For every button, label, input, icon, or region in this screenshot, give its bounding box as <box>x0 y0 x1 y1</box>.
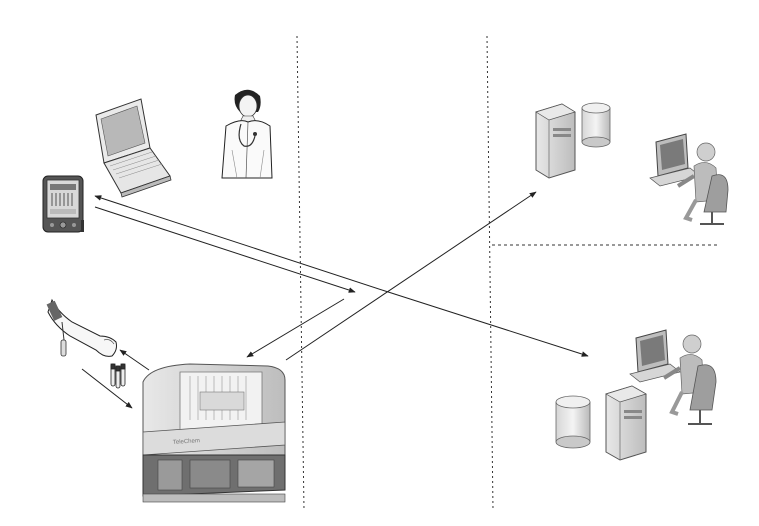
sample-tubes-icon <box>110 363 126 389</box>
arrow-center-to-analyzer <box>246 298 345 358</box>
clinician-icon <box>221 89 273 179</box>
pda-icon <box>42 175 84 233</box>
arrow-pda-to-center <box>94 206 356 293</box>
arrow-analyzer-to-arm <box>119 349 150 371</box>
workstation-user-icon <box>629 329 717 425</box>
arm-blood-draw-icon <box>46 298 117 357</box>
divider-right <box>486 35 494 511</box>
flow-arrows <box>81 191 589 409</box>
server-tower-icon <box>605 385 647 461</box>
arrow-tubes-to-analyzer <box>81 368 133 409</box>
workstation-user-icon <box>649 133 729 225</box>
analyzer-brand-label: TeleChem <box>173 438 200 446</box>
arrow-center-to-workstation <box>381 289 589 357</box>
arrow-center-to-pda <box>94 195 383 291</box>
arrow-analyzer-to-server <box>285 191 537 361</box>
divider-left <box>296 35 305 511</box>
server-tower-icon <box>535 103 576 179</box>
database-cylinder-icon <box>555 395 591 449</box>
laptop-icon <box>95 98 172 198</box>
database-cylinder-icon <box>581 102 611 148</box>
lab-analyzer-icon: TeleChem <box>142 363 286 503</box>
